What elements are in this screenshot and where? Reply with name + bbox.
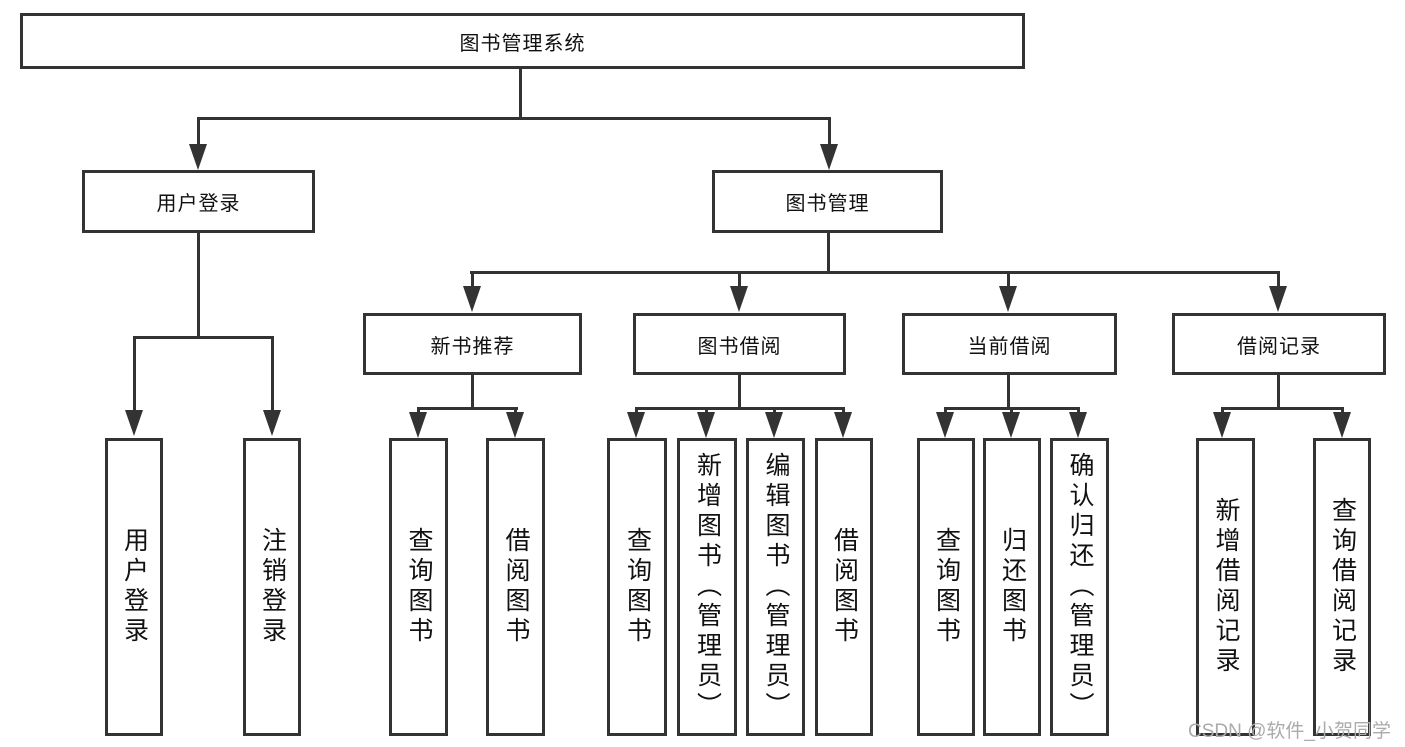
connector-line [944,407,947,415]
connector-line [635,407,638,415]
leaf-query-books-borrowing: 查询图书 [607,438,667,736]
connector-line [1077,407,1080,415]
connector-line [133,336,274,339]
connector-line [197,117,831,120]
arrowhead-down-icon [834,412,852,438]
arrowhead-down-icon [409,412,427,438]
node-book-management: 图书管理 [712,170,943,233]
connector-line [519,68,522,119]
node-current-borrowing: 当前借阅 [902,313,1117,375]
leaf-user-login: 用户登录 [105,438,163,736]
connector-line [417,407,420,415]
connector-line [738,375,741,410]
connector-line [133,338,136,412]
leaf-query-books-newrec: 查询图书 [389,438,448,736]
leaf-query-books-current: 查询图书 [917,438,975,736]
arrowhead-down-icon [765,412,783,438]
watermark: CSDN @软件_小贺同学 [1188,721,1391,742]
arrowhead-down-icon [697,412,715,438]
connector-line [417,407,518,410]
connector-line [1007,273,1010,289]
arrowhead-down-icon [1002,412,1020,438]
node-book-borrowing: 图书借阅 [633,313,846,375]
connector-line [842,407,845,415]
connector-line [1221,407,1344,410]
arrowhead-down-icon [1269,286,1287,312]
connector-line [1341,407,1344,415]
connector-line [514,407,517,415]
connector-line [471,273,474,289]
connector-line [471,375,474,410]
leaf-add-books-admin: 新增图书（管理员） [677,438,737,736]
connector-line [470,271,1280,274]
connector-line [635,407,845,410]
arrowhead-down-icon [730,286,748,312]
connector-line [1007,375,1010,410]
arrowhead-down-icon [820,144,838,170]
connector-line [1010,407,1013,415]
arrowhead-down-icon [125,410,143,436]
connector-line [705,407,708,415]
leaf-logout-login: 注销登录 [243,438,301,736]
connector-line [1277,375,1280,410]
connector-line [827,233,830,274]
arrowhead-down-icon [627,412,645,438]
connector-line [738,273,741,289]
node-user-login: 用户登录 [82,170,315,233]
connector-line [197,233,200,338]
arrowhead-down-icon [463,286,481,312]
leaf-add-borrow-record: 新增借阅记录 [1196,438,1255,736]
arrowhead-down-icon [999,286,1017,312]
connector-line [1277,273,1280,289]
arrowhead-down-icon [506,412,524,438]
arrowhead-down-icon [1213,412,1231,438]
arrowhead-down-icon [1333,412,1351,438]
connector-line [197,119,200,147]
arrowhead-down-icon [189,144,207,170]
node-library-management-system: 图书管理系统 [20,13,1025,69]
leaf-borrow-books-borrowing: 借阅图书 [815,438,873,736]
connector-line [271,338,274,412]
leaf-confirm-return-admin: 确认归还（管理员） [1050,438,1109,736]
leaf-query-borrow-record: 查询借阅记录 [1313,438,1371,736]
arrowhead-down-icon [936,412,954,438]
connector-line [828,119,831,147]
leaf-borrow-books-newrec: 借阅图书 [486,438,545,736]
connector-line [1221,407,1224,415]
node-new-book-recommend: 新书推荐 [363,313,582,375]
arrowhead-down-icon [263,410,281,436]
leaf-return-books: 归还图书 [983,438,1041,736]
connector-line [773,407,776,415]
node-borrowing-records: 借阅记录 [1172,313,1386,375]
arrowhead-down-icon [1069,412,1087,438]
leaf-edit-books-admin: 编辑图书（管理员） [746,438,805,736]
